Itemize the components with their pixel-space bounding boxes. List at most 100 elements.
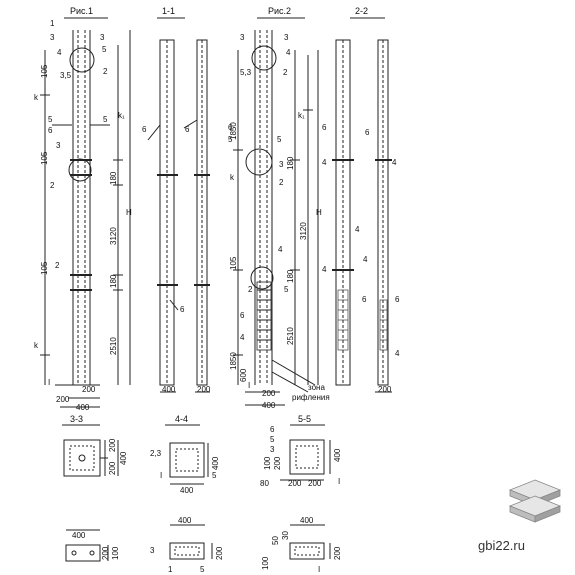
dim-200: 200 — [262, 389, 276, 398]
dim-105: 105 — [40, 261, 49, 275]
callout-3: 3 — [56, 141, 61, 150]
sec22-columns — [332, 17, 392, 393]
callout-2-3: 2,3 — [150, 449, 162, 458]
dim-400: 400 — [180, 486, 194, 495]
callout-2: 2 — [55, 261, 60, 270]
callout-5: 5 — [102, 45, 107, 54]
fig2-column — [233, 17, 319, 406]
dim-3120: 3120 — [109, 227, 118, 245]
callout-4: 4 — [57, 48, 62, 57]
dim-400: 400 — [178, 516, 192, 525]
dim-200: 200 — [197, 385, 211, 394]
callout-5: 5 — [212, 471, 217, 480]
callout-2: 2 — [248, 285, 253, 294]
dim-200: 200 — [333, 546, 342, 560]
callout-5: 5 — [284, 285, 289, 294]
callout-5: 5 — [48, 115, 53, 124]
callout-I: I — [248, 381, 250, 390]
callout-I: I — [338, 477, 340, 486]
dim-H: H — [316, 208, 322, 217]
callout-5-3: 5,3 — [240, 68, 252, 77]
dim-180: 180 — [286, 156, 295, 170]
callout-3: 3 — [270, 445, 275, 454]
dim-200: 200 — [378, 385, 392, 394]
dim-1850: 1850 — [229, 122, 238, 140]
callout-6: 6 — [142, 125, 147, 134]
callout-1: 1 — [50, 19, 55, 28]
dim-400: 400 — [300, 516, 314, 525]
dim-200: 200 — [82, 385, 96, 394]
callout-2: 2 — [50, 181, 55, 190]
callout-k: k — [34, 341, 39, 350]
callout-k: k — [230, 173, 235, 182]
callout-k1: k₁ — [298, 111, 305, 120]
callout-4: 4 — [355, 225, 360, 234]
sec11-title: 1-1 — [162, 6, 175, 16]
callout-6: 6 — [180, 305, 185, 314]
dim-600: 600 — [239, 368, 248, 382]
dim-30: 30 — [281, 531, 290, 540]
callout-6: 6 — [365, 128, 370, 137]
dim-50: 50 — [271, 536, 280, 545]
callout-I: I — [318, 565, 320, 574]
dim-180: 180 — [109, 171, 118, 185]
callout-6: 6 — [48, 126, 53, 135]
callout-3: 3 — [240, 33, 245, 42]
sec55-section — [280, 424, 331, 481]
callout-4: 4 — [286, 48, 291, 57]
sec33-title: 3-3 — [70, 414, 83, 424]
sec55-title: 5-5 — [298, 414, 311, 424]
sec44-title: 4-4 — [175, 414, 188, 424]
callout-5: 5 — [270, 435, 275, 444]
dim-200: 200 — [215, 546, 224, 560]
callout-4: 4 — [395, 349, 400, 358]
stack-logo-icon — [508, 479, 562, 523]
callout-6: 6 — [395, 295, 400, 304]
sec22-title: 2-2 — [355, 6, 368, 16]
callout-5: 5 — [103, 115, 108, 124]
dim-3120: 3120 — [299, 222, 308, 240]
dim-400: 400 — [76, 403, 90, 412]
callout-3: 3 — [50, 33, 55, 42]
fig1-title: Рис.1 — [70, 6, 93, 16]
callout-3-5: 3,5 — [60, 71, 72, 80]
callout-k: k — [34, 93, 39, 102]
sec11-columns — [147, 17, 210, 393]
dim-2510: 2510 — [109, 337, 118, 355]
dim-200: 200 — [101, 546, 110, 560]
dim-100: 100 — [261, 556, 270, 570]
callout-5: 5 — [200, 565, 205, 574]
dim-200: 200 — [108, 461, 117, 475]
callout-4: 4 — [240, 333, 245, 342]
callout-2: 2 — [103, 67, 108, 76]
callout-4: 4 — [322, 265, 327, 274]
dim-200: 200 — [273, 456, 282, 470]
dim-H: H — [126, 208, 132, 217]
dim-400: 400 — [262, 401, 276, 410]
sec44-section — [165, 424, 209, 485]
callout-4: 4 — [322, 158, 327, 167]
bottom-section-b — [169, 524, 213, 560]
zone-note-line2: рифления — [292, 393, 330, 402]
dim-105: 105 — [40, 64, 49, 78]
callout-6: 6 — [228, 123, 233, 132]
dim-100: 100 — [263, 456, 272, 470]
dim-200: 200 — [288, 479, 302, 488]
dim-400: 400 — [162, 385, 176, 394]
callout-3: 3 — [150, 546, 155, 555]
callout-5: 5 — [277, 135, 282, 144]
callout-2: 2 — [283, 68, 288, 77]
dim-400: 400 — [333, 448, 342, 462]
fig2-title: Рис.2 — [268, 6, 291, 16]
callout-3: 3 — [100, 33, 105, 42]
callout-6: 6 — [362, 295, 367, 304]
callout-3: 3 — [279, 160, 284, 169]
callout-4: 4 — [278, 245, 283, 254]
zone-note-line1: зона — [308, 383, 325, 392]
callout-k1: k₁ — [118, 111, 125, 120]
callout-5: 5 — [228, 135, 233, 144]
dim-200: 200 — [108, 438, 117, 452]
callout-3: 3 — [284, 33, 289, 42]
dim-100: 100 — [111, 546, 120, 560]
